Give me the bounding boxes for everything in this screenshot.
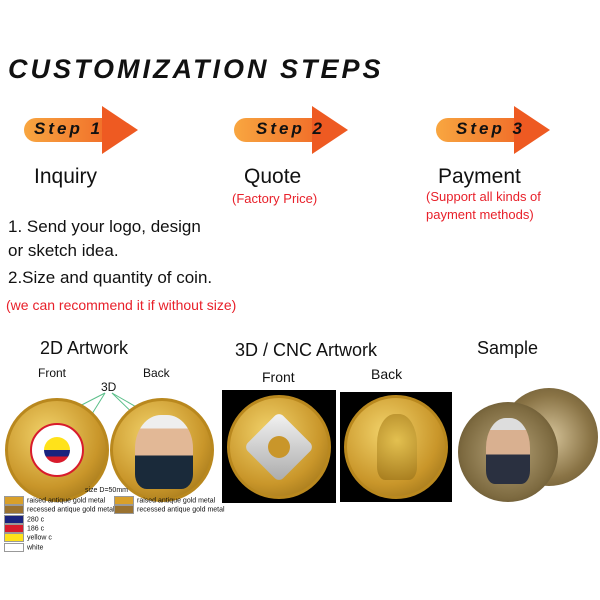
color-legend-front: raised antique gold metal recessed antiq… <box>4 496 115 552</box>
legend-item: white <box>27 544 44 552</box>
artwork-3d-heading: 3D / CNC Artwork <box>235 340 378 360</box>
step-3-note-2: payment methods) <box>426 207 534 222</box>
step-2-arrow: Step 2 <box>234 106 354 154</box>
3d-front-label: Front <box>262 369 295 385</box>
arrow-icon <box>514 106 550 154</box>
step-1-arrow: Step 1 <box>24 106 144 154</box>
legend-item: raised antique gold metal <box>27 497 106 505</box>
sample-heading: Sample <box>477 338 539 358</box>
step-3-name: Payment <box>438 165 521 188</box>
step-1-name: Inquiry <box>34 165 98 188</box>
artwork-2d-heading: 2D Artwork <box>40 338 129 358</box>
step-3-arrow: Step 3 <box>436 106 556 154</box>
legend-item: recessed antique gold metal <box>137 506 225 514</box>
step-1-label: Step 1 <box>34 119 104 138</box>
2d-back-label: Back <box>143 366 170 380</box>
legend-item: recessed antique gold metal <box>27 506 115 514</box>
step-2-name: Quote <box>244 165 302 188</box>
coin-size: size D=50mm <box>85 487 128 494</box>
step-3-label: Step 3 <box>456 119 526 138</box>
legend-item: 186 c <box>27 525 45 533</box>
step-2-label: Step 2 <box>256 119 326 138</box>
instruction-line-1: 1. Send your logo, design <box>8 217 201 236</box>
legend-item: yellow c <box>27 534 52 542</box>
3d-back-label: Back <box>371 366 403 382</box>
legend-item: raised antique gold metal <box>137 497 216 505</box>
step-2-note: (Factory Price) <box>232 191 318 206</box>
2d-front-coin <box>5 398 109 502</box>
3d-front-render <box>222 390 336 503</box>
3d-back-render <box>340 392 452 502</box>
sample-coin-front <box>458 402 558 502</box>
instruction-note: (we can recommend it if without size) <box>6 297 237 313</box>
step-3-note-1: (Support all kinds of <box>426 189 541 204</box>
2d-back-coin <box>110 398 214 502</box>
legend-item: 280 c <box>27 516 45 524</box>
2d-front-label: Front <box>38 366 67 380</box>
instruction-line-2: or sketch idea. <box>8 241 119 260</box>
arrow-icon <box>102 106 138 154</box>
instruction-line-3: 2.Size and quantity of coin. <box>8 268 213 287</box>
3d-tag-label: 3D <box>101 380 117 394</box>
arrow-icon <box>312 106 348 154</box>
page-title: CUSTOMIZATION STEPS <box>8 54 384 84</box>
color-legend-back: raised antique gold metal recessed antiq… <box>114 496 225 515</box>
